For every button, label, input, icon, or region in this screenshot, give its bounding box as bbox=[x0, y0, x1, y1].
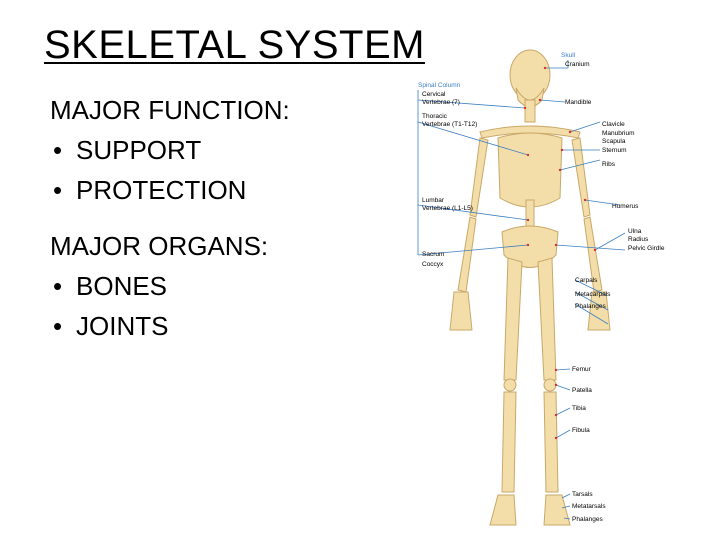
label-lumbar-count: (L1-L5) bbox=[452, 205, 473, 212]
label-pelvic-girdle: Pelvic Girdle bbox=[628, 245, 665, 252]
label-sternum: Sternum bbox=[602, 147, 627, 154]
label-tarsals: Tarsals bbox=[572, 491, 593, 498]
label-ribs: Ribs bbox=[602, 161, 616, 168]
slide-title: SKELETAL SYSTEM bbox=[44, 23, 425, 67]
label-clavicle: Clavicle bbox=[602, 121, 625, 128]
label-mandible: Mandible bbox=[565, 99, 592, 106]
label-coccyx: Coccyx bbox=[422, 261, 444, 268]
label-patella: Patella bbox=[572, 387, 592, 394]
right-hand-shape bbox=[587, 291, 611, 331]
label-tibia: Tibia bbox=[572, 405, 586, 412]
label-thoracic-vertebrae: Vertebrae bbox=[422, 121, 451, 128]
label-manubrium: Manubrium bbox=[602, 130, 635, 137]
label-thoracic-count: (T1-T12) bbox=[452, 121, 477, 128]
ribcage-shape bbox=[497, 132, 563, 208]
major-organs-block: MAJOR ORGANS: BONES JOINTS bbox=[50, 226, 268, 346]
right-femur-shape bbox=[537, 257, 557, 381]
right-patella-shape bbox=[543, 378, 557, 392]
left-humerus-shape bbox=[469, 137, 489, 218]
organ-item-joints: JOINTS bbox=[50, 306, 268, 346]
left-forearm-shape bbox=[457, 216, 477, 293]
label-cervical-count: (7) bbox=[452, 99, 460, 106]
label-humerus: Humerus bbox=[612, 203, 639, 210]
left-leader-lines bbox=[417, 90, 529, 256]
clavicle-shape bbox=[479, 125, 581, 139]
skeleton-diagram: Spinal Column Cervical Vertebrae (7) Tho… bbox=[417, 49, 665, 526]
label-markers bbox=[523, 66, 597, 440]
label-skull: Skull bbox=[561, 52, 576, 59]
left-hand-shape bbox=[449, 291, 473, 331]
label-cervical: Cervical bbox=[422, 91, 446, 98]
label-metacarpals: Metacarpals bbox=[575, 291, 611, 298]
label-phalanges-foot: Phalanges bbox=[572, 516, 603, 523]
right-humerus-shape bbox=[571, 137, 591, 218]
label-femur: Femur bbox=[572, 366, 592, 373]
major-organs-heading: MAJOR ORGANS: bbox=[50, 231, 269, 261]
major-function-list: SUPPORT PROTECTION bbox=[50, 130, 290, 210]
left-tibia-shape bbox=[501, 391, 517, 493]
right-tibia-shape bbox=[543, 391, 559, 493]
label-lumbar-vertebrae: Vertebrae bbox=[422, 205, 451, 212]
label-spinal-column: Spinal Column bbox=[418, 82, 461, 89]
label-sacrum: Sacrum bbox=[422, 251, 444, 258]
label-ulna: Ulna bbox=[628, 228, 642, 235]
skull-shape bbox=[509, 49, 551, 101]
label-lumbar: Lumbar bbox=[422, 197, 445, 204]
skeleton-figure bbox=[449, 49, 611, 526]
label-fibula: Fibula bbox=[572, 427, 590, 434]
label-cranium: Cranium bbox=[565, 61, 590, 68]
label-radius: Radius bbox=[628, 236, 649, 243]
left-foot-shape bbox=[489, 494, 517, 526]
label-scapula: Scapula bbox=[602, 138, 626, 145]
label-cervical-vertebrae: Vertebrae bbox=[422, 99, 451, 106]
label-phalanges-hand: Phalanges bbox=[575, 303, 606, 310]
left-femur-shape bbox=[503, 257, 523, 381]
function-item-support: SUPPORT bbox=[50, 130, 290, 170]
label-metatarsals: Metatarsals bbox=[572, 503, 606, 510]
right-leader-lines bbox=[539, 60, 626, 520]
major-organs-list: BONES JOINTS bbox=[50, 266, 268, 346]
right-foot-shape bbox=[543, 494, 571, 526]
major-function-block: MAJOR FUNCTION: SUPPORT PROTECTION bbox=[50, 90, 290, 210]
organ-item-bones: BONES bbox=[50, 266, 268, 306]
cervical-shape bbox=[524, 99, 536, 123]
label-thoracic: Thoracic bbox=[422, 113, 448, 120]
left-patella-shape bbox=[503, 378, 517, 392]
function-item-protection: PROTECTION bbox=[50, 170, 290, 210]
label-carpals: Carpals bbox=[575, 277, 598, 284]
major-function-heading: MAJOR FUNCTION: bbox=[50, 95, 290, 125]
